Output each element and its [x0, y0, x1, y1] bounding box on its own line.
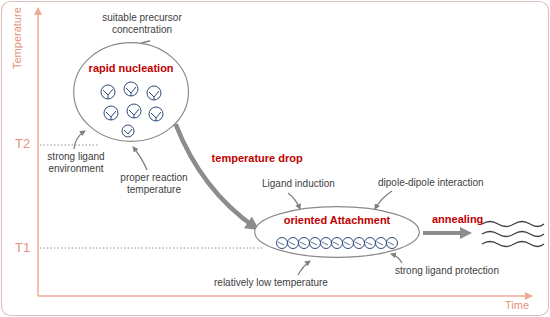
crystal [149, 107, 163, 121]
leader-arrow [391, 254, 402, 263]
x-axis [38, 295, 532, 297]
ellipse-outline [73, 42, 189, 142]
leader-arrow [288, 193, 300, 209]
leader-arrow [134, 41, 150, 47]
ellipse-border [74, 43, 189, 142]
nanowires [482, 222, 544, 247]
condition-note: proper reaction temperature [112, 172, 196, 196]
axis-label: Temperature [11, 11, 23, 69]
crystal-chain [277, 238, 398, 249]
process-label: annealing [432, 213, 483, 225]
ellipse-border [255, 207, 420, 258]
crystal [147, 86, 161, 100]
axis-label: T1 [15, 242, 30, 254]
condition-note: Ligand induction [262, 178, 335, 190]
condition-note: strong ligand environment [40, 151, 112, 175]
crystal [127, 104, 141, 118]
axis-label: T2 [15, 138, 30, 150]
node-title: oriented Attachment [254, 214, 420, 226]
annealing-arrow [423, 231, 468, 235]
process-ellipse: rapid nucleation [73, 42, 189, 142]
process-ellipse: oriented Attachment [254, 206, 420, 258]
condition-note: dipole-dipole interaction [378, 177, 484, 189]
condition-note: strong ligand protection [395, 265, 499, 277]
crystal [124, 82, 138, 96]
node-title: rapid nucleation [73, 62, 189, 74]
condition-note: suitable precursor concentration [92, 12, 192, 36]
ellipse-outline [254, 206, 420, 258]
leader-arrow [375, 191, 392, 209]
leader-arrow [74, 131, 85, 149]
condition-note: relatively low temperature [214, 277, 328, 289]
crystal [122, 125, 134, 137]
crystal [104, 106, 118, 120]
leader-arrow [298, 261, 310, 275]
t1-guide [40, 248, 262, 249]
axis-label: Time [505, 299, 529, 311]
y-axis [37, 8, 39, 296]
leader-arrow [133, 147, 147, 170]
crystal [101, 85, 115, 99]
t2-guide [40, 145, 98, 146]
edge-label: temperature drop [210, 152, 305, 164]
